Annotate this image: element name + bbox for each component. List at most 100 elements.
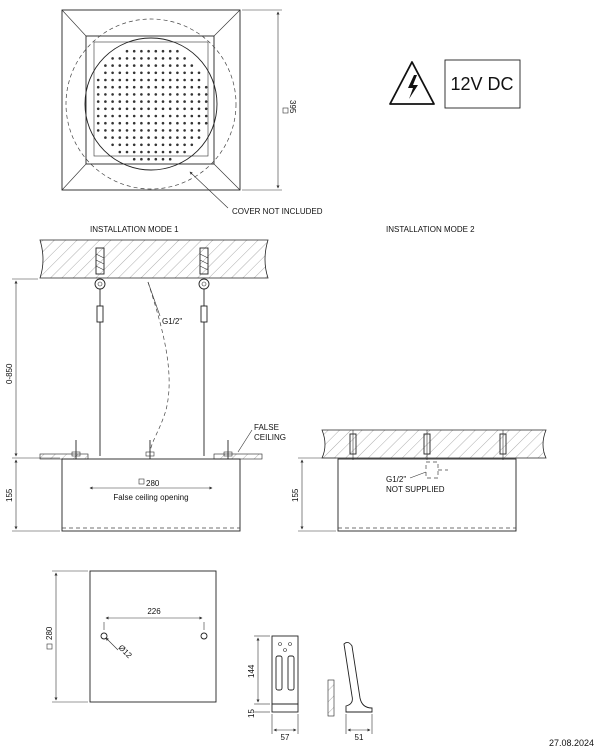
nozzle [190,136,194,139]
nozzle [118,121,122,125]
nozzle [154,157,158,161]
nozzle [140,121,143,125]
nozzle [140,136,143,139]
nozzle [204,85,208,89]
nozzle [147,78,150,82]
dim-15-label: 15 [247,709,256,718]
nozzle [132,150,136,154]
nozzle [96,107,100,111]
nozzle [125,49,129,53]
nozzle [204,121,208,125]
nozzle [118,57,122,60]
nozzle [140,93,143,96]
dim-57-label: 57 [281,733,290,742]
mounting-plate: 226 Ø12 280 [45,570,217,703]
mode-2-pipe-label: G1/2" [386,475,406,484]
nozzle [147,49,150,53]
nozzle [190,78,194,82]
nozzle [118,93,122,96]
date-label: 27.08.2024 [549,738,594,748]
nozzle [161,129,165,132]
nozzle [125,150,129,154]
nozzle [190,64,194,67]
nozzle [161,157,165,161]
nozzle [96,100,100,103]
false-ceiling-label-1: FALSE [254,423,279,432]
nozzle [168,136,172,139]
nozzle [154,71,158,75]
not-supplied-label: NOT SUPPLIED [386,485,445,494]
nozzle [104,136,107,139]
nozzle [154,136,158,139]
nozzle [168,129,172,132]
nozzle [190,100,194,103]
nozzle [132,71,136,75]
nozzle [161,71,165,75]
nozzle [104,121,107,125]
nozzle [104,85,107,89]
nozzle [183,64,186,67]
nozzle [118,78,122,82]
pipe-fitting [425,461,448,479]
nozzle [147,129,150,132]
nozzle [197,121,201,125]
mode-1-pipe-label: G1/2" [162,317,182,326]
nozzle [125,71,129,75]
nozzle [125,114,129,118]
nozzle [154,129,158,132]
nozzle [104,78,107,82]
nozzle [132,49,136,53]
nozzle [96,114,100,118]
nozzle [125,136,129,139]
nozzle [132,136,136,139]
voltage-label: 12V DC [450,74,513,94]
shower-unit-body-mode-2 [337,458,517,532]
ceiling-anchors-mode-2 [349,430,507,460]
nozzle [176,78,179,82]
mode-2-title: INSTALLATION MODE 2 [386,225,475,234]
nozzle [111,121,114,125]
nozzle [161,64,165,67]
nozzle [190,71,194,75]
nozzle [176,64,179,67]
cover-outline [65,18,237,190]
nozzle [190,85,194,89]
nozzle [111,57,114,60]
nozzle [111,71,114,75]
nozzle [118,129,122,132]
false-ceiling-right [213,453,263,460]
nozzle [168,121,172,125]
nozzle [168,157,172,161]
nozzle [140,64,143,67]
nozzle [176,136,179,139]
nozzle [125,107,129,111]
nozzle [111,107,114,111]
nozzle [140,78,143,82]
nozzle [197,85,201,89]
nozzle [168,57,172,60]
nozzle [176,121,179,125]
nozzle [176,129,179,132]
nozzle [140,57,143,60]
nozzle [190,114,194,118]
nozzle [140,143,143,147]
nozzle [204,107,208,111]
false-ceiling-label-2: CEILING [254,433,286,442]
nozzle [154,114,158,118]
nozzle [132,143,136,147]
nozzle [118,114,122,118]
nozzle [111,64,114,67]
nozzle [168,64,172,67]
nozzle [125,121,129,125]
nozzle [140,157,143,161]
nozzle [168,143,172,147]
nozzle [161,136,165,139]
nozzle [140,85,143,89]
dim-144-label: 144 [247,664,256,678]
nozzle [147,157,150,161]
nozzle [183,129,186,132]
nozzle [111,136,114,139]
nozzle [161,107,165,111]
nozzle [176,71,179,75]
